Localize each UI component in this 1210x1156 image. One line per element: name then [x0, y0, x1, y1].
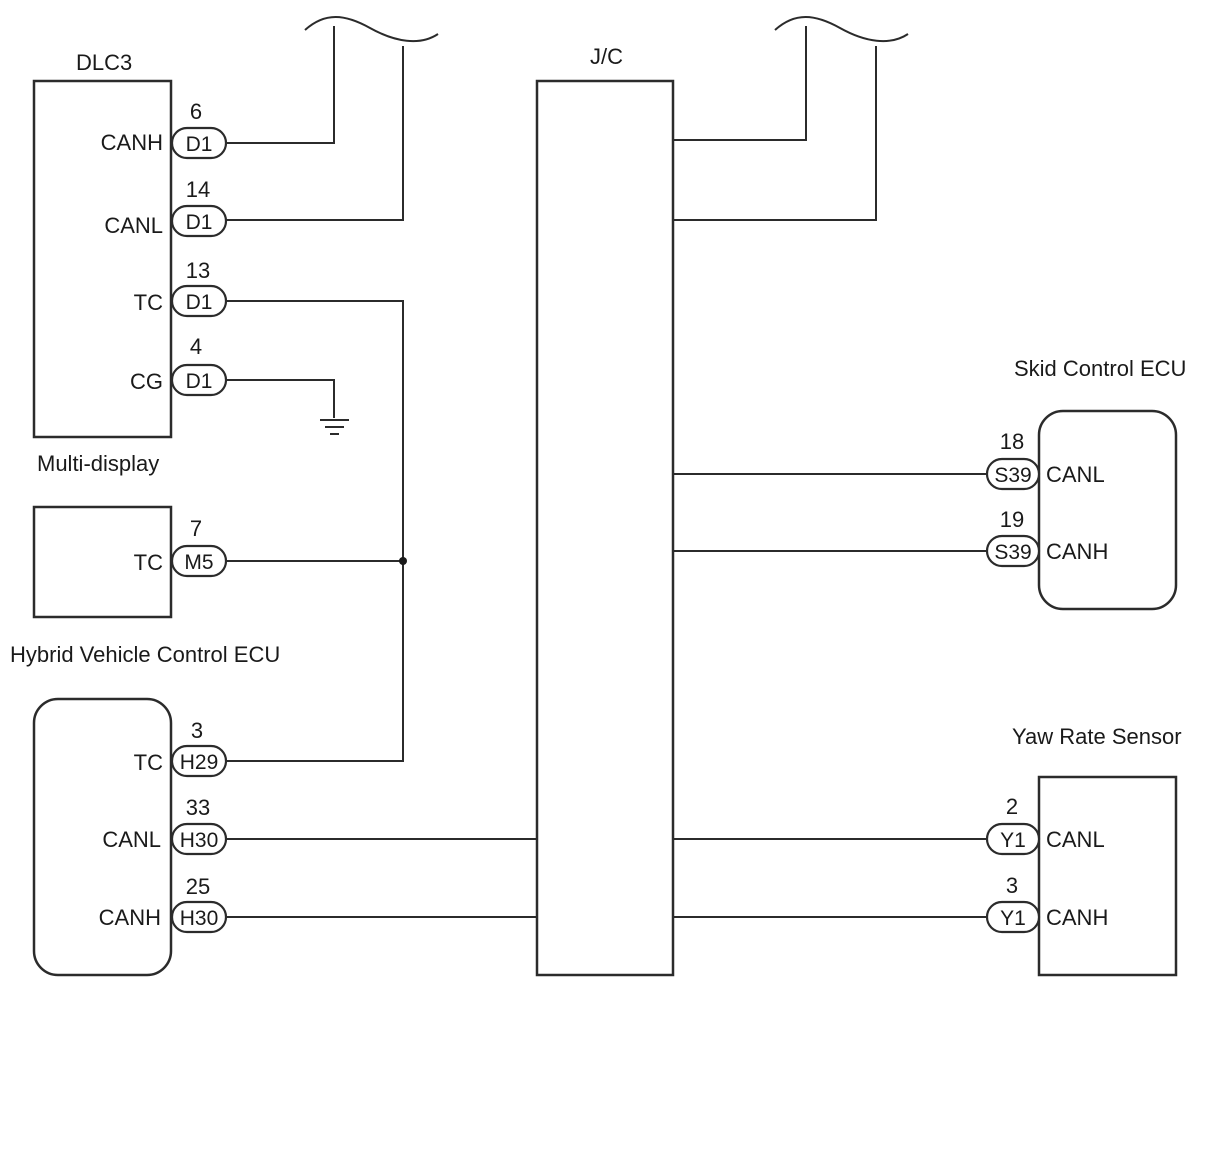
- svg-text:13: 13: [186, 258, 210, 283]
- svg-text:CANL: CANL: [1046, 827, 1105, 852]
- wire-tc: [226, 300, 404, 762]
- svg-text:D1: D1: [186, 291, 213, 314]
- skid-ecu-pin-canh: 19 S39 CANH: [985, 507, 1108, 568]
- svg-text:18: 18: [1000, 429, 1024, 454]
- svg-text:CANH: CANH: [1046, 539, 1108, 564]
- skid-ecu-box: [1037, 409, 1178, 611]
- hv-ecu-pin-tc: TC 3 H29: [134, 718, 228, 778]
- svg-text:CANL: CANL: [104, 213, 163, 238]
- svg-text:H30: H30: [180, 907, 219, 930]
- svg-text:TC: TC: [134, 750, 163, 775]
- skid-ecu-pin-canl: 18 S39 CANL: [985, 429, 1105, 491]
- hv-ecu-box: [32, 697, 173, 977]
- svg-text:S39: S39: [994, 464, 1031, 487]
- yaw-sensor-box: [1037, 775, 1178, 977]
- wire-break-left: [304, 16, 439, 43]
- svg-text:CANL: CANL: [102, 827, 161, 852]
- hv-ecu-pin-canl: CANL 33 H30: [102, 795, 228, 856]
- yaw-sensor-pin-canh: 3 Y1 CANH: [985, 873, 1108, 934]
- svg-text:Y1: Y1: [1000, 907, 1026, 930]
- svg-text:2: 2: [1006, 794, 1018, 819]
- svg-text:CANH: CANH: [1046, 905, 1108, 930]
- dlc3-title: DLC3: [76, 50, 132, 75]
- dlc3-box: [32, 79, 173, 439]
- svg-text:3: 3: [1006, 873, 1018, 898]
- svg-text:H29: H29: [180, 751, 219, 774]
- dlc3-pin-canh: CANH 6 D1: [101, 99, 228, 160]
- svg-text:Y1: Y1: [1000, 829, 1026, 852]
- multi-display-title: Multi-display: [37, 451, 159, 476]
- ground-icon: [320, 419, 349, 435]
- dlc3-pin-cg: CG 4 D1: [130, 334, 228, 397]
- yaw-sensor-title: Yaw Rate Sensor: [1012, 724, 1182, 749]
- svg-text:7: 7: [190, 516, 202, 541]
- multi-display-box: [32, 505, 173, 619]
- wire-dlc3-cg: [226, 379, 335, 418]
- svg-text:14: 14: [186, 177, 210, 202]
- multi-display-pin-tc: TC 7 M5: [134, 516, 228, 578]
- svg-text:S39: S39: [994, 541, 1031, 564]
- svg-text:CG: CG: [130, 369, 163, 394]
- wire-dlc3-canl: [226, 46, 404, 221]
- svg-text:6: 6: [190, 99, 202, 124]
- hv-ecu-title: Hybrid Vehicle Control ECU: [10, 642, 280, 667]
- jc-box: [535, 79, 675, 977]
- svg-text:CANH: CANH: [99, 905, 161, 930]
- jc-title: J/C: [590, 44, 623, 69]
- yaw-sensor-pin-canl: 2 Y1 CANL: [985, 794, 1105, 856]
- skid-ecu-title: Skid Control ECU: [1014, 356, 1186, 381]
- wire-break-right: [774, 16, 909, 43]
- svg-text:19: 19: [1000, 507, 1024, 532]
- svg-text:3: 3: [191, 718, 203, 743]
- svg-text:M5: M5: [184, 551, 213, 574]
- svg-text:CANL: CANL: [1046, 462, 1105, 487]
- svg-text:D1: D1: [186, 133, 213, 156]
- svg-text:CANH: CANH: [101, 130, 163, 155]
- svg-text:4: 4: [190, 334, 202, 359]
- svg-text:H30: H30: [180, 829, 219, 852]
- svg-text:D1: D1: [186, 370, 213, 393]
- svg-text:25: 25: [186, 874, 210, 899]
- svg-text:D1: D1: [186, 211, 213, 234]
- dlc3-pin-tc: TC 13 D1: [134, 258, 228, 318]
- svg-text:TC: TC: [134, 550, 163, 575]
- hv-ecu-pin-canh: CANH 25 H30: [99, 874, 228, 934]
- dlc3-pin-canl: CANL 14 D1: [104, 177, 228, 238]
- wire-dlc3-canh: [226, 26, 335, 144]
- svg-text:33: 33: [186, 795, 210, 820]
- svg-text:TC: TC: [134, 290, 163, 315]
